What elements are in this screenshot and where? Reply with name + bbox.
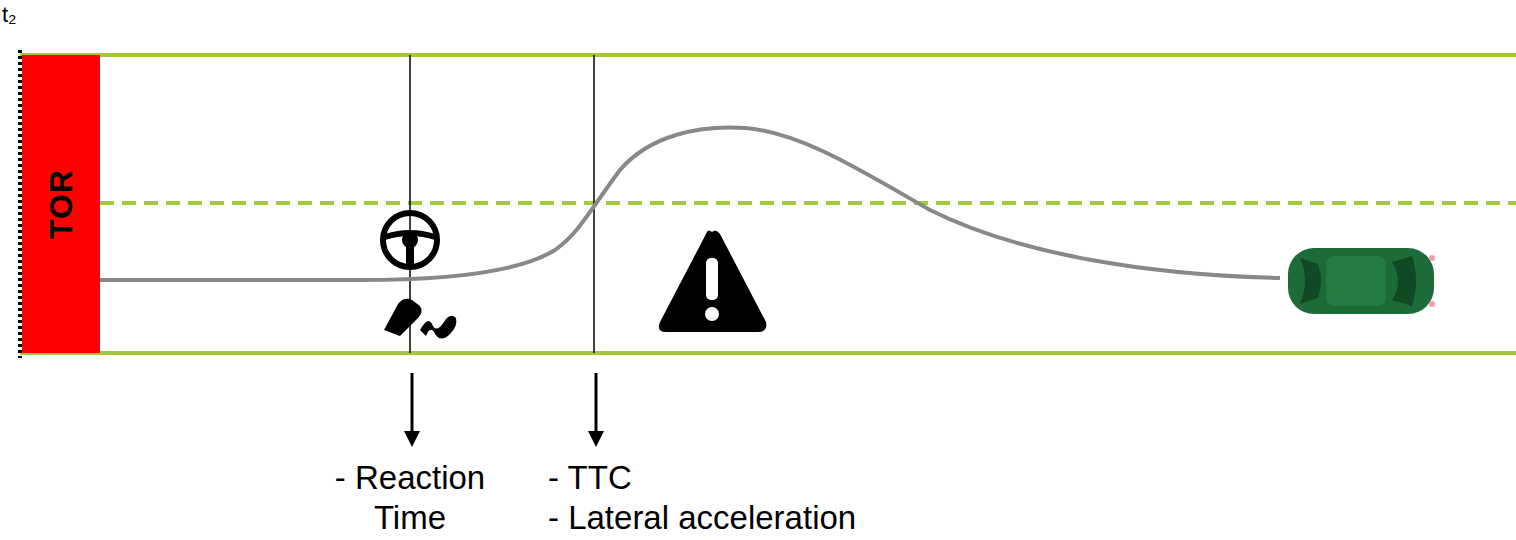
leader-arrow: [411, 373, 414, 433]
road-edge: [20, 351, 1516, 355]
measure-label: - TTC: [548, 458, 632, 498]
foot-pedal-icon: [384, 299, 456, 339]
steering-wheel-icon: [383, 213, 437, 267]
road-edge: [20, 53, 1516, 57]
measure-label: - Reaction Time: [310, 458, 510, 537]
trajectory: [100, 127, 1280, 280]
leader-arrow: [595, 373, 598, 433]
measure-label: - Lateral acceleration: [548, 498, 856, 538]
car-icon: [1288, 248, 1435, 314]
arrow-head: [588, 431, 604, 447]
lane-divider: [100, 201, 1516, 205]
time-label: t₂: [2, 2, 17, 28]
arrow-head: [404, 431, 420, 447]
tor-band: TOR: [22, 55, 100, 353]
warning-sign: [659, 230, 766, 332]
band-label: TOR: [43, 169, 80, 239]
